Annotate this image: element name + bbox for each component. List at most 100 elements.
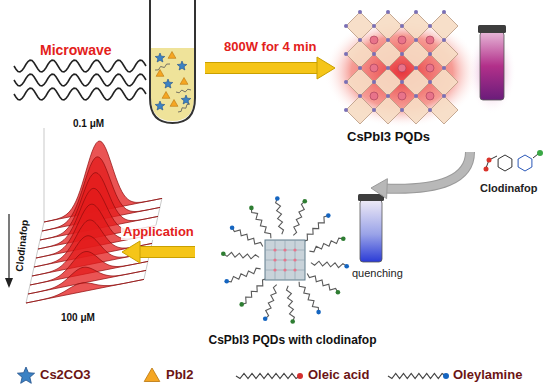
octahedron [346, 96, 374, 124]
vial [480, 32, 504, 100]
ligand-end [224, 279, 229, 284]
molecule-bond [486, 156, 497, 168]
iodide-atom [442, 10, 446, 14]
ligand-chain [251, 208, 271, 238]
iodide-atom [372, 80, 376, 84]
precursor-triangle [180, 78, 188, 85]
reaction-liquid [151, 48, 194, 121]
concentration-arrow-head [5, 278, 13, 288]
iodide-atom [442, 38, 446, 42]
vial [360, 200, 382, 262]
cesium-atom [426, 36, 434, 44]
iodide-atom [442, 66, 446, 70]
octahedron [402, 68, 430, 96]
legend-text: PbI2 [166, 368, 193, 383]
nanocrystal-core [265, 240, 305, 280]
legend-text: Oleylamine [453, 368, 522, 383]
cesium-atom [398, 92, 406, 100]
vial-glow [468, 30, 516, 114]
octahedron [402, 40, 430, 68]
precursor-triangle [156, 70, 164, 77]
annotation: quenching [352, 267, 403, 280]
vial-cap [478, 25, 506, 33]
octahedron [430, 12, 458, 40]
cesium-atom [293, 268, 296, 271]
legend-star [17, 367, 34, 383]
cesium-atom [398, 36, 406, 44]
connector-line [384, 152, 470, 189]
iodide-atom [344, 52, 348, 56]
cesium-atom [426, 64, 434, 72]
connector [371, 152, 470, 199]
ligand-chain [276, 199, 284, 235]
iodide-atom [414, 10, 418, 14]
molecule-ring [518, 155, 532, 171]
molecule-bond [533, 154, 538, 158]
ligand-chain [227, 268, 261, 282]
iodide-atom [358, 38, 362, 42]
arrow-head [122, 241, 140, 263]
stage-label: Microwave [40, 42, 112, 58]
iodide-atom [428, 24, 432, 28]
edge-label: Clodinafop [478, 182, 539, 195]
iodide-atom [386, 10, 390, 14]
cesium-atom [283, 268, 286, 271]
cesium-atom [370, 64, 378, 72]
legend-chain-end [443, 373, 449, 379]
ligand-chain [303, 216, 328, 242]
precursor-star [155, 53, 165, 62]
precursor-star [155, 101, 165, 110]
precursor-star [177, 61, 187, 70]
precursor-star [181, 95, 191, 104]
octahedron [374, 68, 402, 96]
iodide-atom [344, 108, 348, 112]
ligand-end [239, 302, 244, 307]
reaction-tube: Microwave [10, 2, 205, 125]
chlorine-atom [537, 150, 543, 156]
ligand-end [336, 290, 341, 295]
cesium-atom [283, 248, 286, 251]
iodide-atom [344, 80, 348, 84]
cesium-atom [273, 258, 276, 261]
cesium-atom [293, 248, 296, 251]
cesium-atom [370, 92, 378, 100]
octahedron [402, 96, 430, 124]
octahedron [374, 40, 402, 68]
octahedron [346, 12, 374, 40]
ligand-end [341, 237, 346, 242]
iodide-atom [386, 94, 390, 98]
microwave-wave [14, 88, 146, 100]
iodide-atom [372, 24, 376, 28]
ligand-end [344, 264, 349, 269]
iodide-atom [428, 108, 432, 112]
cesium-atom [370, 36, 378, 44]
precursor-triangle [162, 92, 170, 99]
connector [122, 241, 195, 263]
axis-label: Clodinafop [14, 219, 31, 272]
legend-chain [236, 374, 300, 379]
connector-outline [384, 152, 470, 189]
iodide-atom [414, 38, 418, 42]
plot-label: 0.1 μM [73, 118, 104, 130]
ligand-end [275, 196, 280, 201]
connector-line [205, 63, 321, 73]
iodide-atom [386, 38, 390, 42]
ligand-chain [293, 201, 305, 235]
molecule-ring [498, 155, 512, 171]
octahedron [430, 68, 458, 96]
iodide-atom [400, 24, 404, 28]
arrow-head [317, 57, 335, 79]
iodide-atom [428, 80, 432, 84]
cesium-atom [398, 64, 406, 72]
microwave-wave [14, 60, 146, 72]
ligand-chain [242, 279, 267, 305]
ligand-chain [232, 228, 263, 247]
ligand-end [316, 310, 321, 315]
ligand-chain [223, 252, 259, 258]
iodide-atom [414, 66, 418, 70]
ligand-end [303, 199, 308, 204]
plot-label: 100 μM [61, 312, 95, 324]
octahedron [346, 40, 374, 68]
iodide-atom [372, 52, 376, 56]
iodide-atom [358, 66, 362, 70]
